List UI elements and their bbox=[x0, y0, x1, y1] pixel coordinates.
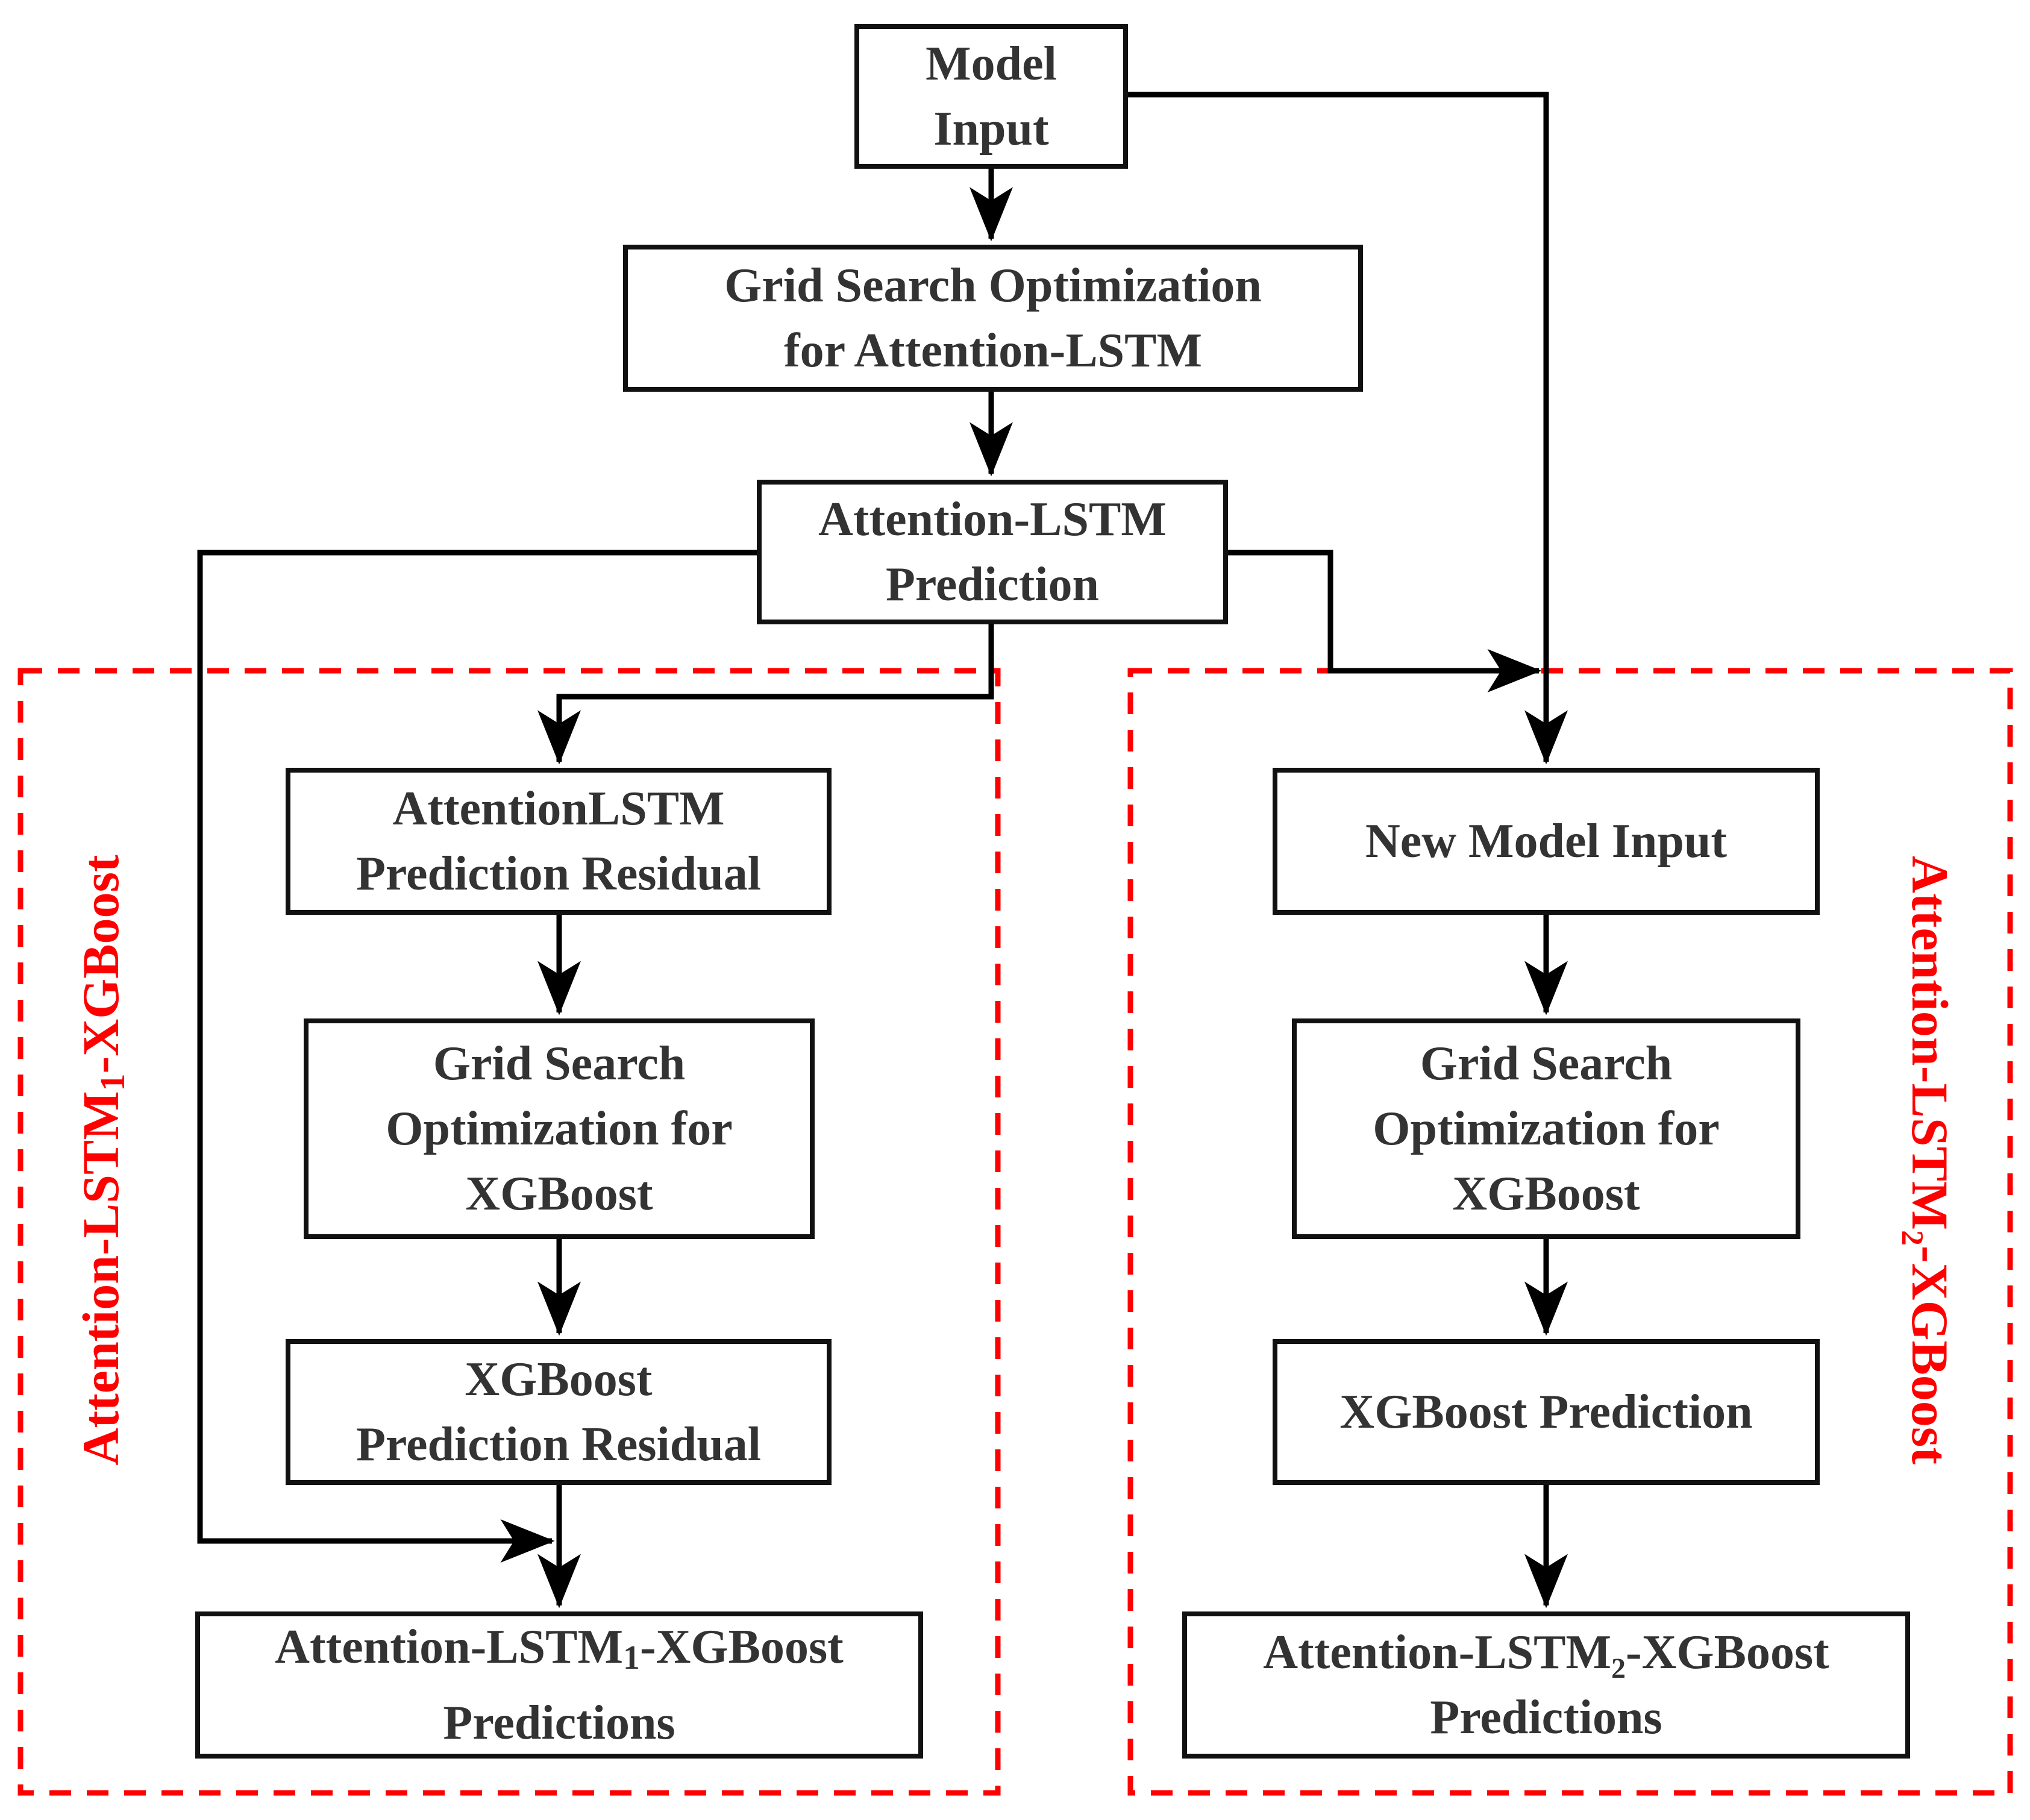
lstm-prediction-residual-box: AttentionLSTM Prediction Residual bbox=[286, 768, 832, 915]
grid-search-xgb-left-line-3: XGBoost bbox=[465, 1167, 653, 1220]
model-input-line-2: Input bbox=[933, 102, 1049, 155]
lstm-residual-line-1: AttentionLSTM bbox=[392, 782, 725, 835]
xgboost-prediction-label: XGBoost Prediction bbox=[1339, 1385, 1753, 1439]
lstm2-predictions-line-2: Predictions bbox=[1430, 1691, 1662, 1744]
lstm1-predictions-line-2: Predictions bbox=[443, 1696, 675, 1749]
arrow-attention-lstm-to-right-group bbox=[1228, 550, 1542, 692]
lstm1-predictions-sub: 1 bbox=[623, 1639, 640, 1677]
right-group-title-label: Attention-LSTM₂-XGBoost bbox=[1901, 856, 1959, 1464]
arrow-attention-lstm-to-residual bbox=[537, 624, 994, 765]
grid-search-lstm-line-2: for Attention-LSTM bbox=[783, 324, 1203, 377]
left-group-border bbox=[17, 668, 1001, 1796]
attention-lstm-prediction-line-2: Prediction bbox=[885, 558, 1100, 611]
new-model-input-box: New Model Input bbox=[1273, 768, 1820, 915]
xgboost-prediction-residual-box: XGBoost Prediction Residual bbox=[286, 1339, 832, 1485]
arrow-attention-lstm-to-final-sum bbox=[197, 550, 757, 1563]
left-group-title-pre: Attention-LSTM bbox=[72, 1091, 130, 1466]
lstm2-predictions-line-1: Attention-LSTM₂-XGBoost bbox=[1263, 1626, 1829, 1679]
xgb-residual-line-1: XGBoost bbox=[465, 1353, 653, 1406]
grid-search-xgboost-left-box: Grid Search Optimization for XGBoost bbox=[304, 1018, 815, 1239]
grid-search-lstm-box: Grid Search Optimization for Attention-L… bbox=[623, 245, 1363, 392]
grid-search-xgb-right-line-3: XGBoost bbox=[1452, 1167, 1640, 1220]
right-group-border bbox=[1127, 668, 2013, 1796]
grid-search-xgb-left-line-2: Optimization for bbox=[386, 1102, 733, 1155]
lstm1-predictions-pre: Attention-LSTM bbox=[275, 1621, 623, 1674]
attention-lstm-prediction-box: Attention-LSTM Prediction bbox=[757, 480, 1228, 624]
model-input-box: Model Input bbox=[854, 24, 1128, 169]
xgb-residual-line-2: Prediction Residual bbox=[356, 1418, 761, 1471]
lstm1-predictions-line-1: Attention-LSTM1-XGBoost bbox=[275, 1614, 844, 1690]
grid-search-xgboost-right-box: Grid Search Optimization for XGBoost bbox=[1292, 1018, 1800, 1239]
attention-lstm-prediction-line-1: Attention-LSTM bbox=[818, 493, 1167, 546]
lstm-residual-line-2: Prediction Residual bbox=[356, 847, 761, 900]
left-group-title: Attention-LSTM1-XGBoost bbox=[72, 855, 132, 1466]
new-model-input-label: New Model Input bbox=[1365, 815, 1728, 868]
grid-search-xgb-right-line-2: Optimization for bbox=[1373, 1102, 1720, 1155]
xgboost-prediction-box: XGBoost Prediction bbox=[1273, 1339, 1820, 1485]
grid-search-xgb-right-line-1: Grid Search bbox=[1420, 1037, 1673, 1090]
left-group-title-sub: 1 bbox=[93, 1073, 132, 1091]
lstm2-xgboost-predictions-box: Attention-LSTM₂-XGBoost Predictions bbox=[1182, 1611, 1910, 1759]
lstm1-predictions-post: -XGBoost bbox=[640, 1621, 844, 1674]
grid-search-lstm-line-1: Grid Search Optimization bbox=[724, 259, 1262, 312]
right-group-title: Attention-LSTM₂-XGBoost bbox=[1901, 856, 1959, 1464]
grid-search-xgb-left-line-1: Grid Search bbox=[433, 1037, 686, 1090]
arrow-model-input-to-new-model-input bbox=[1128, 92, 1568, 765]
lstm1-xgboost-predictions-box: Attention-LSTM1-XGBoost Predictions bbox=[195, 1611, 923, 1759]
model-input-line-1: Model bbox=[926, 37, 1057, 90]
left-group-title-post: -XGBoost bbox=[72, 855, 130, 1074]
